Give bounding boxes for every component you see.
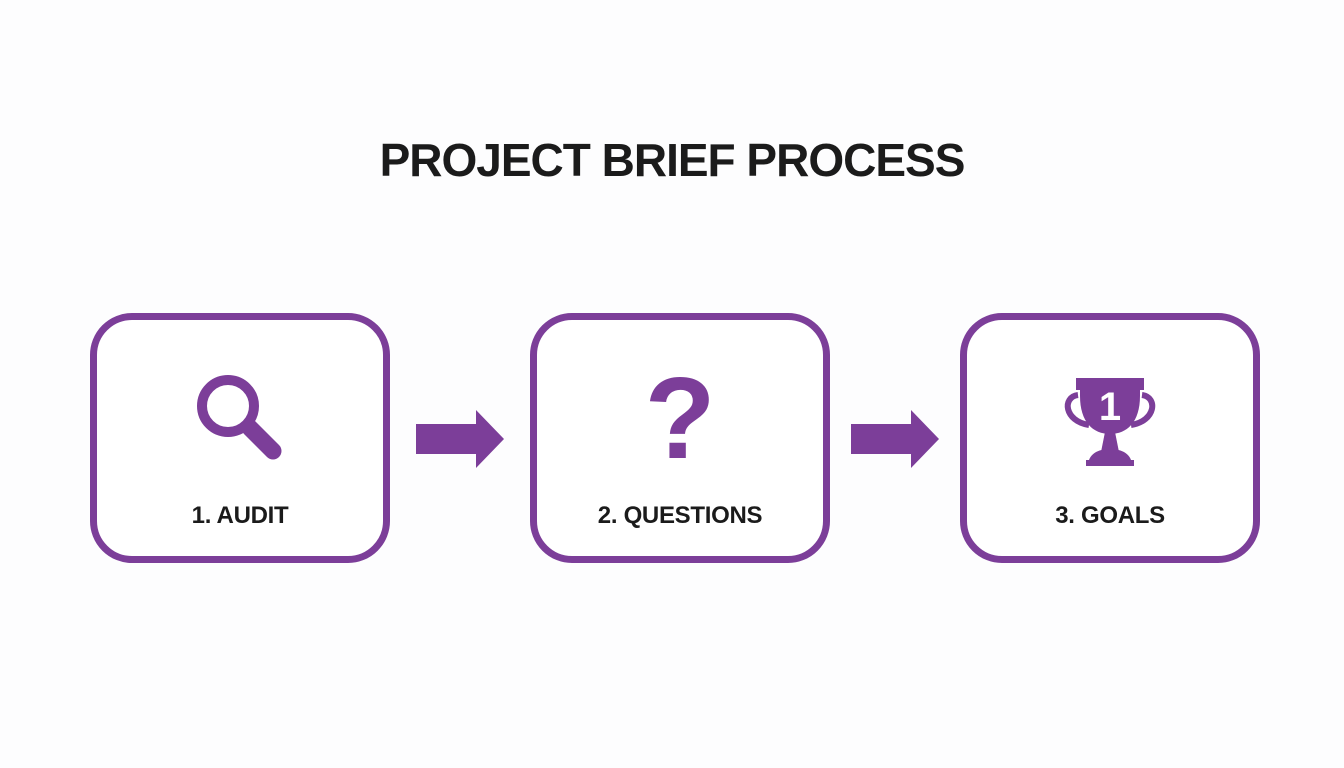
page-title: PROJECT BRIEF PROCESS — [379, 134, 966, 186]
step-card-questions: ? 2. QUESTIONS — [530, 313, 830, 563]
step-card-audit: 1. AUDIT — [90, 313, 390, 563]
step-label-goals: 3. GOALS — [1055, 502, 1165, 529]
step-label-audit: 1. AUDIT — [191, 502, 289, 529]
trophy-icon: 1 — [1050, 364, 1170, 484]
magnifying-glass-icon — [180, 364, 300, 484]
trophy-number: 1 — [1099, 385, 1121, 429]
right-arrow-icon — [416, 410, 504, 468]
right-arrow-icon — [851, 410, 939, 468]
question-mark-icon: ? — [620, 360, 740, 484]
step-label-questions: 2. QUESTIONS — [597, 502, 763, 529]
question-mark-glyph: ? — [644, 353, 716, 483]
step-card-goals: 1 3. GOALS — [960, 313, 1260, 563]
